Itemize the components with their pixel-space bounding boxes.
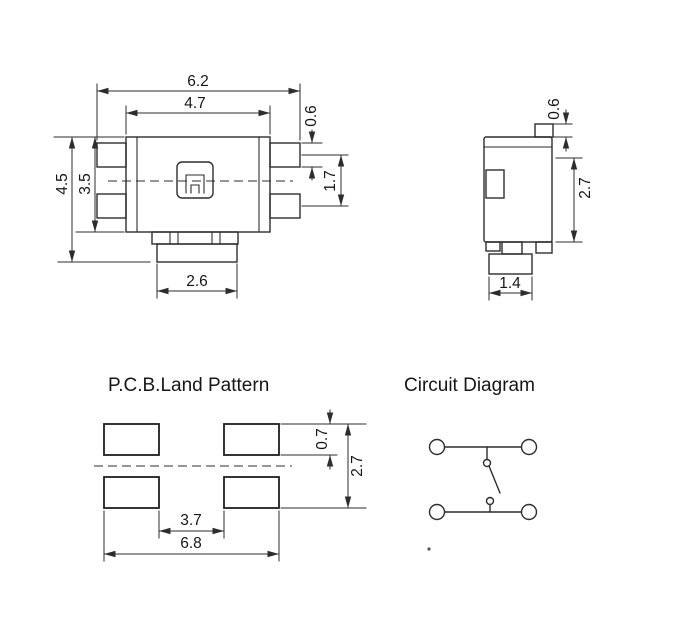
- pad-top-left: [103, 423, 160, 456]
- dim-side-stem-width-value: 1.4: [499, 275, 521, 292]
- terminal-node-top-left: [428, 438, 446, 456]
- dim-row-span: 2.7: [280, 423, 367, 509]
- dim-overall-width: 6.2: [96, 73, 301, 141]
- pad-top-right: [223, 423, 280, 456]
- pad-bottom-left: [103, 476, 160, 509]
- side-top-lead: [534, 123, 554, 138]
- center-plunger: [176, 161, 214, 199]
- dim-terminal-pitch: 1.7: [301, 154, 349, 207]
- dim-pad-inner-gap-value: 3.7: [180, 512, 202, 529]
- plunger-detail: [185, 174, 205, 194]
- dim-body-depth-value: 3.5: [77, 173, 94, 195]
- stray-mark: [427, 547, 431, 551]
- side-stem-base: [488, 253, 533, 275]
- dim-pad-inner-gap: 3.7: [158, 510, 225, 539]
- switch-lever: [488, 465, 501, 494]
- dim-lead-thickness-value: 0.6: [546, 98, 563, 120]
- top-view: 6.2 4.7 0.6 1.7 3.5: [53, 73, 349, 299]
- circuit-diagram-title: Circuit Diagram: [404, 375, 535, 396]
- dim-land-overall-width: 6.8: [103, 510, 280, 562]
- actuator-stem: [151, 231, 239, 263]
- terminal-bottom-right: [269, 193, 301, 219]
- terminal-top-right: [269, 142, 301, 168]
- pcb-land-pattern: P.C.B.Land Pattern 0.7 2.7 3.7: [94, 375, 367, 562]
- terminal-node-bottom-right: [520, 503, 538, 521]
- dim-overall-width-value: 6.2: [187, 73, 209, 90]
- dim-body-depth: 3.5: [53, 136, 125, 233]
- side-stem-neck: [501, 241, 523, 255]
- terminal-top-left: [96, 142, 127, 168]
- dim-height-value: 2.7: [577, 177, 594, 199]
- circuit-diagram: Circuit Diagram: [404, 375, 538, 521]
- side-inner-pad: [485, 169, 505, 199]
- side-foot-right: [535, 241, 553, 254]
- dim-overall-depth: 4.5: [54, 136, 151, 263]
- dim-body-width: 4.7: [125, 95, 271, 135]
- switch-contact-top: [482, 458, 492, 468]
- terminal-bottom-left: [96, 193, 127, 219]
- dim-terminal-pitch-value: 1.7: [322, 170, 339, 192]
- dim-land-overall-width-value: 6.8: [180, 535, 202, 552]
- switch-contact-bottom: [485, 496, 495, 506]
- land-pattern-title: P.C.B.Land Pattern: [108, 375, 269, 396]
- dim-stem-width: 2.6: [156, 263, 238, 299]
- side-body-outline: [483, 136, 553, 243]
- dim-pad-height-value: 0.7: [314, 428, 331, 450]
- dim-row-span-value: 2.7: [349, 455, 366, 477]
- pad-bottom-right: [223, 476, 280, 509]
- dim-terminal-width: 0.6: [301, 105, 323, 181]
- terminal-node-top-right: [520, 438, 538, 456]
- dim-side-stem-width: 1.4: [488, 275, 533, 301]
- terminal-node-bottom-left: [428, 503, 446, 521]
- dim-pad-height: 0.7: [280, 409, 367, 470]
- dim-lead-thickness: 0.6: [546, 98, 573, 152]
- dim-terminal-width-value: 0.6: [303, 105, 320, 127]
- dim-overall-depth-value: 4.5: [54, 173, 71, 195]
- side-foot-left: [485, 241, 501, 252]
- dim-height: 2.7: [555, 157, 594, 243]
- dim-body-width-value: 4.7: [184, 95, 206, 112]
- side-view: 0.6 2.7 1.4: [483, 98, 594, 301]
- dim-stem-width-value: 2.6: [186, 273, 208, 290]
